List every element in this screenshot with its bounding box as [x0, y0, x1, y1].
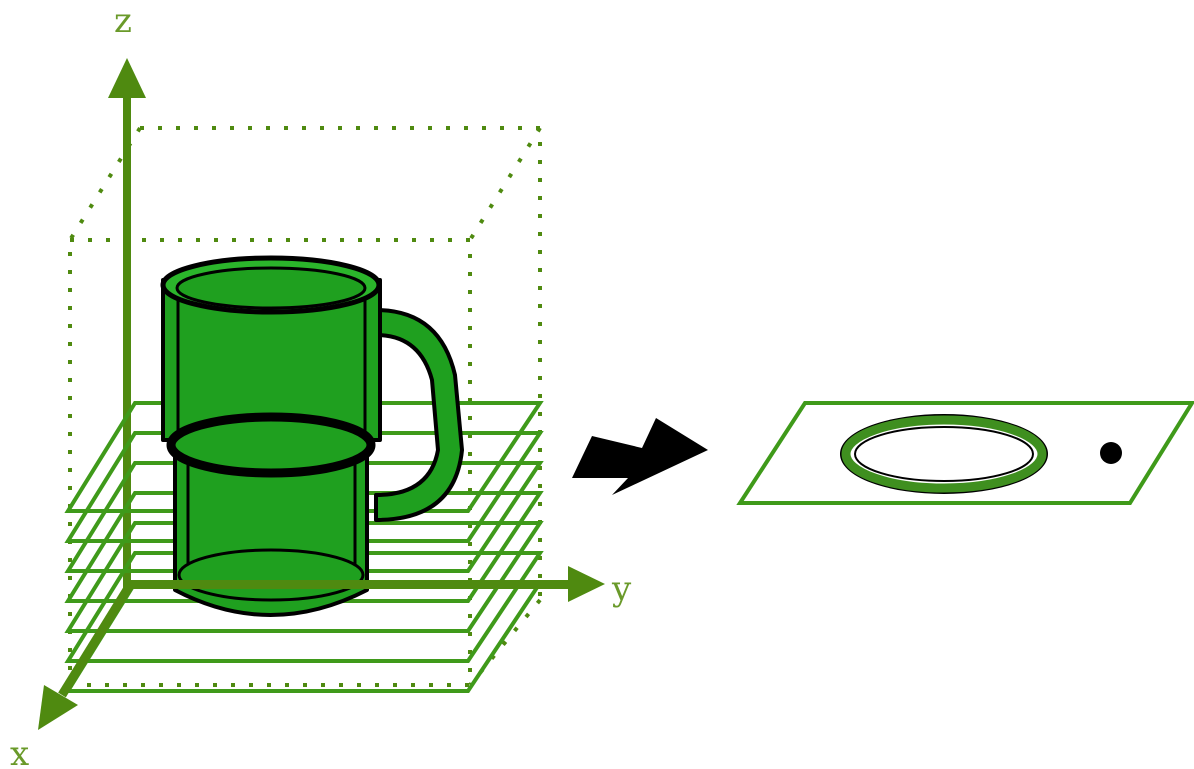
big-black-arrow-icon [572, 418, 708, 495]
slice-plane [64, 551, 544, 663]
z-axis [108, 58, 146, 585]
mug-slice-ring [166, 412, 376, 478]
slice-plane [64, 401, 544, 513]
x-axis-label: x [10, 734, 29, 769]
y-axis-label: y [611, 569, 632, 609]
slice-plane [64, 431, 544, 543]
black-dot [1100, 442, 1122, 464]
z-axis-label: z [114, 1, 132, 41]
x-axis [38, 582, 134, 730]
mug-handle [374, 308, 464, 522]
mug-base [177, 548, 365, 602]
slice-plane [64, 461, 544, 573]
cross-section-plane [736, 401, 1194, 505]
mug [160, 255, 464, 617]
y-axis [123, 566, 605, 602]
slice-plane [64, 521, 544, 633]
